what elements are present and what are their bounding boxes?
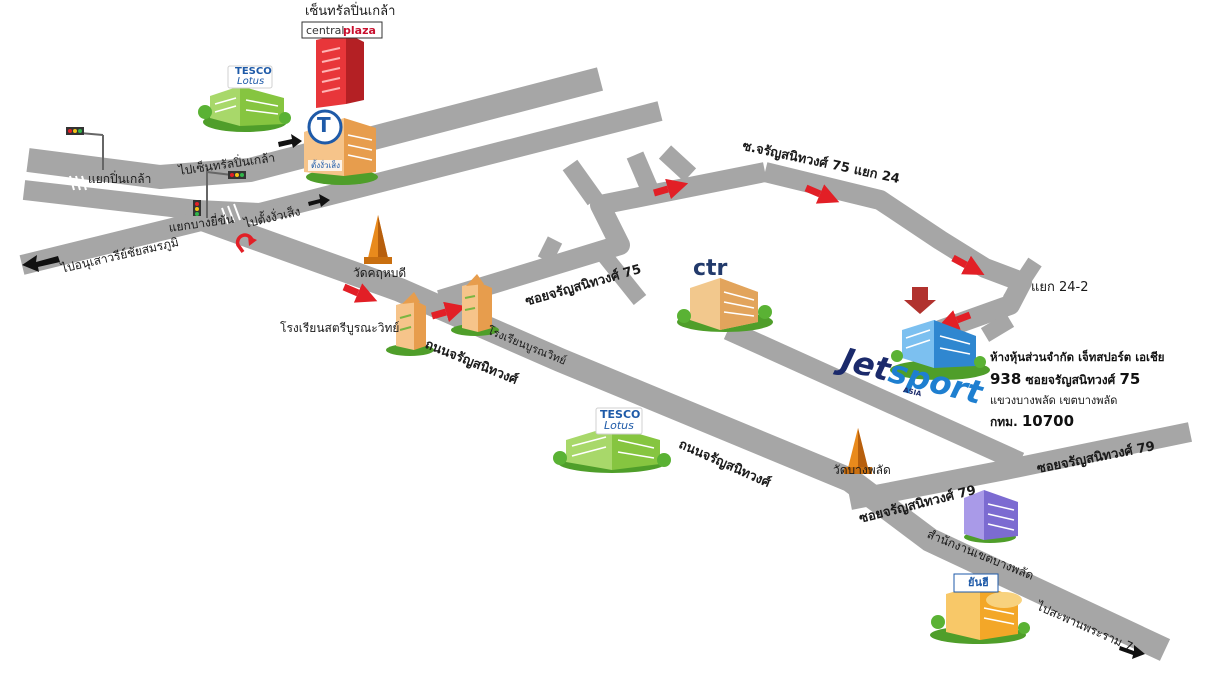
address-subdistrict-district: แขวงบางพลัด เขตบางพลัด: [990, 393, 1118, 407]
road-pinklao-upper: [26, 67, 604, 189]
school-satri-building-icon: [386, 292, 434, 356]
route-arrow-3: [653, 178, 689, 200]
road-spur-b: [626, 151, 659, 194]
tesco-lotus-bottom-building-icon: [553, 407, 671, 473]
tesco-top-logo-line1: TESCO: [235, 66, 272, 77]
road-spur-d: [537, 236, 563, 264]
address-house-number: 938: [990, 369, 1022, 388]
address-line-street: 938 ซอยจรัญสนิทวงศ์ 75: [990, 369, 1165, 388]
crosswalks: [69, 175, 241, 225]
arrow-to-victory: [22, 255, 60, 272]
traffic-light-pinklao: [66, 127, 104, 170]
t-building-name: ตั้งงั่วเส็ง: [311, 161, 341, 170]
yanhee-logo: ยันฮี: [968, 576, 989, 589]
central-pinklao-label: เซ็นทรัลปิ่นเกล้า: [305, 4, 396, 19]
route-arrow-4: [804, 184, 840, 204]
ctr-logo: ctr: [693, 256, 728, 281]
road-spur-e: [593, 245, 647, 305]
road-spur-g: [980, 313, 1015, 342]
address-province: กทม.: [990, 414, 1018, 429]
road-network: [19, 67, 1193, 661]
road-soi-75-24: [762, 162, 1032, 340]
road-charansanitwong: [200, 208, 1171, 661]
route-arrow-2: [431, 301, 467, 323]
yanhee-hospital-building-icon: [930, 573, 1030, 644]
jetsport-address: ห้างหุ้นส่วนจำกัด เจ็ทสปอร์ต เอเชีย 938 …: [990, 350, 1165, 437]
tesco-bottom-logo-line2: Lotus: [604, 419, 634, 432]
wat-kharuhabodi-label: วัดคฤหบดี: [353, 266, 407, 280]
arrow-to-tuatueng: [308, 194, 330, 207]
road-spur-a: [562, 159, 603, 206]
road-jetsport-access: [723, 320, 1025, 472]
arrow-to-rama7: [1119, 645, 1145, 659]
road-pinklao-lower: [22, 101, 663, 223]
route-arrows-red: [342, 178, 985, 330]
destination-marker-icon: [904, 287, 936, 314]
address-company-name: ห้างหุ้นส่วนจำกัด เจ็ทสปอร์ต เอเชีย: [990, 350, 1165, 364]
route-arrow-6: [937, 310, 972, 330]
central-logo-left: central: [306, 24, 345, 37]
school-burana-building-icon: [451, 274, 499, 336]
tesco-top-logo-line2: Lotus: [237, 76, 265, 87]
address-soi-name: ซอยจรัญสนิทวงศ์: [1025, 372, 1116, 387]
wat-bangphlat-label: วัดบางพลัด: [833, 463, 891, 477]
school-satri-label: โรงเรียนสตรีบูรณะวิทย์: [280, 321, 400, 335]
junction-label-pinklao: แยกปิ่นเกล้า: [88, 172, 152, 186]
route-arrow-5: [951, 254, 985, 275]
tesco-bottom-logo-line1: TESCO: [600, 408, 641, 421]
address-soi-number: 75: [1119, 369, 1141, 388]
central-plaza-building-icon: [301, 21, 383, 108]
traffic-light-bangyikhan: [193, 168, 246, 218]
t-building-icon: [304, 109, 378, 185]
arrow-to-central: [278, 134, 302, 148]
central-logo-right: plaza: [343, 24, 376, 37]
route-arrow-1: [342, 283, 378, 303]
tesco-lotus-top-building-icon: [198, 65, 291, 132]
address-postcode: 10700: [1021, 411, 1075, 430]
t-logo: T: [317, 113, 331, 137]
wat-kharuhabodi-pagoda-icon: [364, 215, 392, 264]
address-line-province: กทม. 10700: [990, 411, 1165, 430]
junction-label-24-2: แยก 24-2: [1031, 280, 1089, 295]
ctr-building-icon: [677, 278, 773, 332]
u-turn-icon: [235, 233, 257, 254]
wat-bangphlat-pagoda-icon: [844, 428, 872, 474]
road-soi-79: [848, 422, 1193, 510]
district-office-building-icon: [964, 490, 1018, 543]
direction-arrows-black: [22, 134, 1145, 659]
jetsport-building-icon: [890, 320, 990, 380]
road-spur-f: [1003, 257, 1042, 305]
road-spur-c: [658, 145, 697, 182]
